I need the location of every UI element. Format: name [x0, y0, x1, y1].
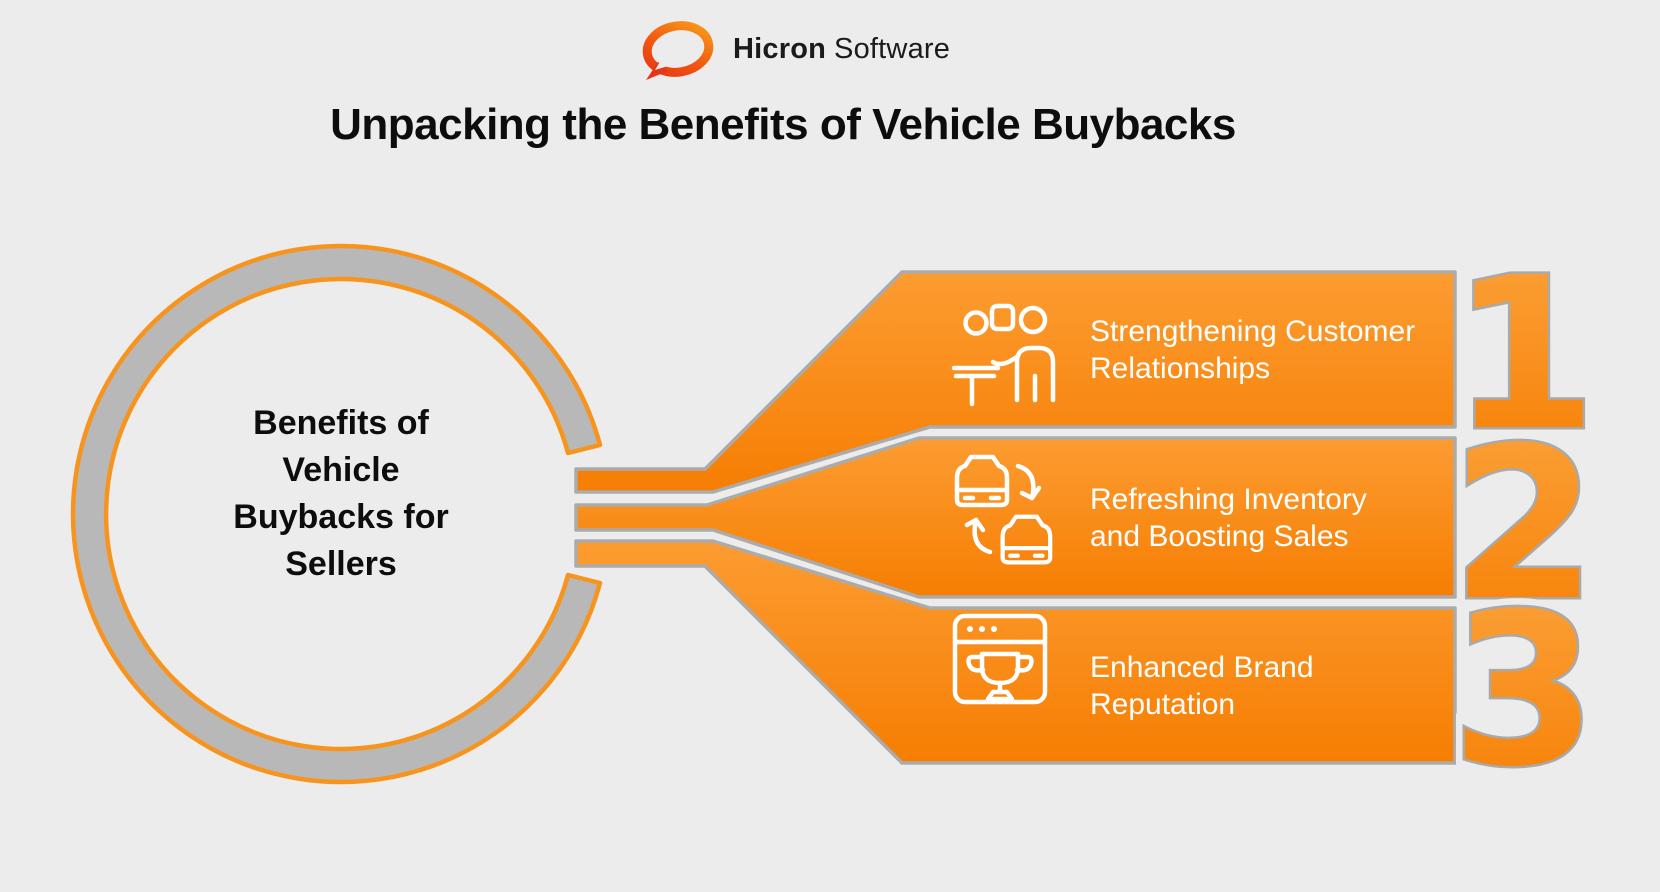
page-title: Unpacking the Benefits of Vehicle Buybac… [330, 100, 1236, 149]
presenter-customers-icon [951, 303, 1056, 407]
step-number-3: 3 [1451, 568, 1597, 813]
step-number-halo: 2 [1451, 402, 1597, 647]
logo-suffix: Software [834, 33, 951, 65]
step-number-1: 1 [1451, 232, 1597, 477]
logo-brand: Hicron [733, 33, 827, 65]
step-number-halo: 3 [1451, 568, 1597, 813]
logo-speech-bubble-icon [642, 21, 714, 80]
step-number-2: 2 [1451, 402, 1597, 647]
banner-label-2: Refreshing Inventory and Boosting Sales [1090, 483, 1367, 553]
banner-label-3: Enhanced Brand Reputation [1090, 651, 1314, 721]
hub-label: Benefits of Vehicle Buybacks for Sellers [233, 404, 449, 583]
banner-label-1: Strengthening Customer Relationships [1090, 315, 1416, 385]
step-number-halo: 1 [1451, 232, 1597, 477]
browser-trophy-icon [952, 613, 1048, 705]
car-exchange-icon [954, 454, 1053, 565]
hub-ring [70, 243, 603, 785]
